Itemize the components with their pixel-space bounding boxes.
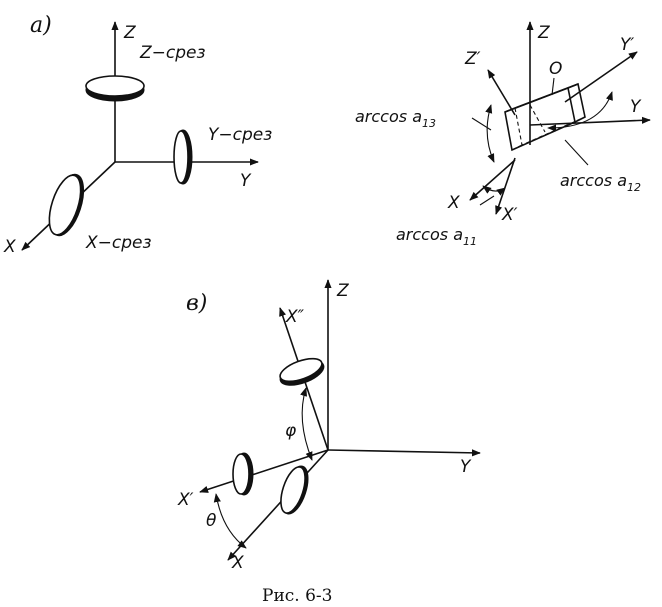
z-cut-disc [85,75,145,102]
y-cut-label: Y−срез [208,125,272,145]
arc-a13 [485,104,495,163]
panel-b: Z Z′ Y′ Y O X X′ arccos a13 arccos a12 a… [355,21,651,248]
label-theta: θ [206,511,217,531]
y-cut-disc [173,129,193,185]
panel-b-x-label: X [447,193,460,213]
label-arccos-a12: arccos a12 [560,171,641,194]
x-cut-label: X−срез [85,233,152,253]
panel-c-y-label: Y [460,457,472,477]
panel-b-y-prime-axis [564,51,638,103]
label-phi: φ [285,421,297,441]
panel-a: a) Z Y X Z−срез Y−срез X−срез [3,13,272,257]
label-arccos-a13: arccos a13 [355,107,436,130]
arc-a11 [482,185,506,196]
rotated-plate [504,82,586,152]
x-cut-disc [48,173,85,237]
panel-a-y-label: Y [240,171,252,191]
panel-b-z-label: Z [537,23,550,43]
panel-c: в) Z Y X X′ X″ φ θ [177,279,481,573]
leader-a12 [564,139,589,166]
panel-c-y-axis [327,449,481,457]
figure-caption: Рис. 6-3 [262,586,332,606]
panel-c-x-double-prime-label: X″ [285,307,305,327]
arc-phi [300,387,313,461]
panel-c-x-prime-label: X′ [177,490,194,510]
z-cut-label: Z−срез [139,43,206,63]
panel-b-origin-label: O [549,59,562,79]
disc-x [280,465,309,515]
panel-b-x-axis [469,159,516,201]
panel-b-x-prime-label: X′ [501,205,518,225]
disc-x-double-prime [279,357,325,386]
disc-x-prime [232,452,254,496]
panel-c-label: в) [186,291,207,316]
panel-a-z-label: Z [123,23,136,43]
panel-b-y-prime-label: Y′ [620,35,634,55]
leader-origin [551,77,555,96]
label-arccos-a11: arccos a11 [396,225,477,248]
arc-theta [213,493,247,549]
panel-b-y-axis [529,116,651,126]
panel-a-x-label: X [3,237,16,257]
leader-a13 [471,117,492,131]
panel-c-z-label: Z [336,281,349,301]
leader-a11 [479,195,495,206]
panel-a-label: a) [30,13,52,38]
arc-a12 [547,91,613,132]
panel-b-z-prime-axis [487,69,516,116]
panel-b-y-label: Y [630,97,642,117]
panel-b-z-prime-label: Z′ [464,49,481,69]
panel-c-x-label: X [231,553,244,573]
